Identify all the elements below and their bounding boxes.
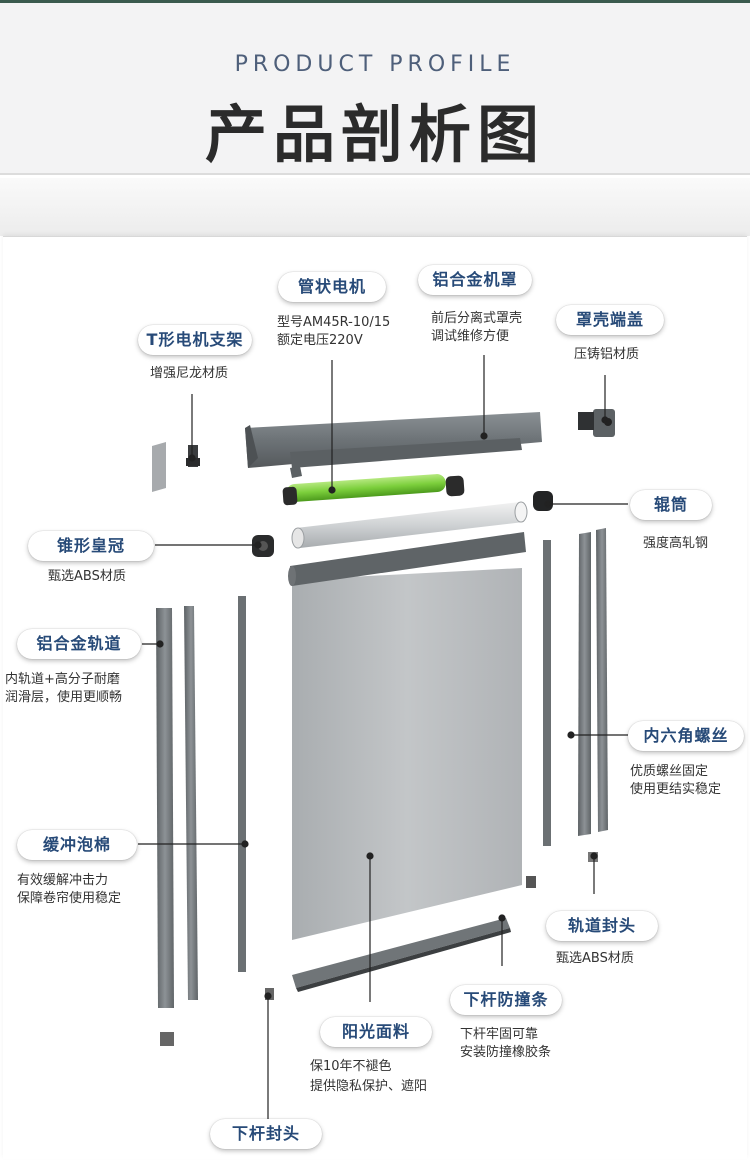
section-gap <box>0 178 750 236</box>
end-cap-label: 罩壳端盖 <box>556 305 664 335</box>
roller-desc: 强度高轧钢 <box>643 536 709 551</box>
end-cap-desc: 压铸铝材质 <box>574 347 640 362</box>
page-subtitle: PRODUCT PROFILE <box>234 52 516 77</box>
rail-desc-line-2: 润滑层，使用更顺畅 <box>5 690 123 705</box>
screw-label: 内六角螺丝 <box>628 721 744 751</box>
foam-desc-line-1: 有效缓解冲击力 <box>17 873 109 888</box>
motor-label: 管状电机 <box>278 272 386 302</box>
bracket-label: T形电机支架 <box>138 325 252 355</box>
bracket-part <box>152 442 200 492</box>
motor-desc-line-1: 型号AM45R-10/15 <box>277 315 391 330</box>
rail-cap-label: 轨道封头 <box>546 911 658 941</box>
fabric-desc-line-2: 提供隐私保护、遮阳 <box>310 1079 428 1094</box>
motor-part <box>282 474 465 506</box>
housing-part <box>245 412 542 478</box>
top-accent-line <box>0 0 750 3</box>
bottom-bar-label: 下杆防撞条 <box>450 985 562 1015</box>
roller-part <box>291 491 553 549</box>
bottom-bar-desc-line-1: 下杆牢固可靠 <box>460 1027 539 1042</box>
right-rails-part <box>543 528 608 862</box>
housing-desc-line-1: 前后分离式罩壳 <box>431 311 523 326</box>
fabric-label: 阳光面料 <box>320 1017 432 1047</box>
motor-desc-line-2: 额定电压220V <box>277 333 363 348</box>
fabric-desc-line-1: 保10年不褪色 <box>310 1059 392 1074</box>
roller-label: 辊筒 <box>630 490 712 520</box>
page-title: 产品剖析图 <box>204 98 545 171</box>
bottom-bar-part <box>292 876 536 992</box>
screw-desc-line-2: 使用更结实稳定 <box>630 782 722 797</box>
foam-desc-line-2: 保障卷帘使用稳定 <box>17 891 122 906</box>
leader-lines <box>138 355 628 1120</box>
header <box>0 3 750 173</box>
foam-label: 缓冲泡棉 <box>17 830 137 860</box>
bottom-bar-desc-line-2: 安装防撞橡胶条 <box>460 1045 552 1060</box>
fabric-part <box>288 532 526 940</box>
bar-cap-label: 下杆封头 <box>210 1119 322 1149</box>
header-divider <box>0 173 750 175</box>
left-rails-part <box>156 596 274 1046</box>
crown-desc: 甄选ABS材质 <box>48 569 126 584</box>
rail-cap-desc: 甄选ABS材质 <box>556 951 634 966</box>
bracket-desc: 增强尼龙材质 <box>150 366 229 381</box>
screw-desc-line-1: 优质螺丝固定 <box>630 764 709 779</box>
end-cap-part <box>578 409 615 437</box>
crown-label: 锥形皇冠 <box>28 531 154 561</box>
housing-desc-line-2: 调试维修方便 <box>431 329 510 344</box>
housing-label: 铝合金机罩 <box>418 265 532 295</box>
rail-desc-line-1: 内轨道+高分子耐磨 <box>5 672 120 687</box>
rail-label: 铝合金轨道 <box>17 629 141 659</box>
